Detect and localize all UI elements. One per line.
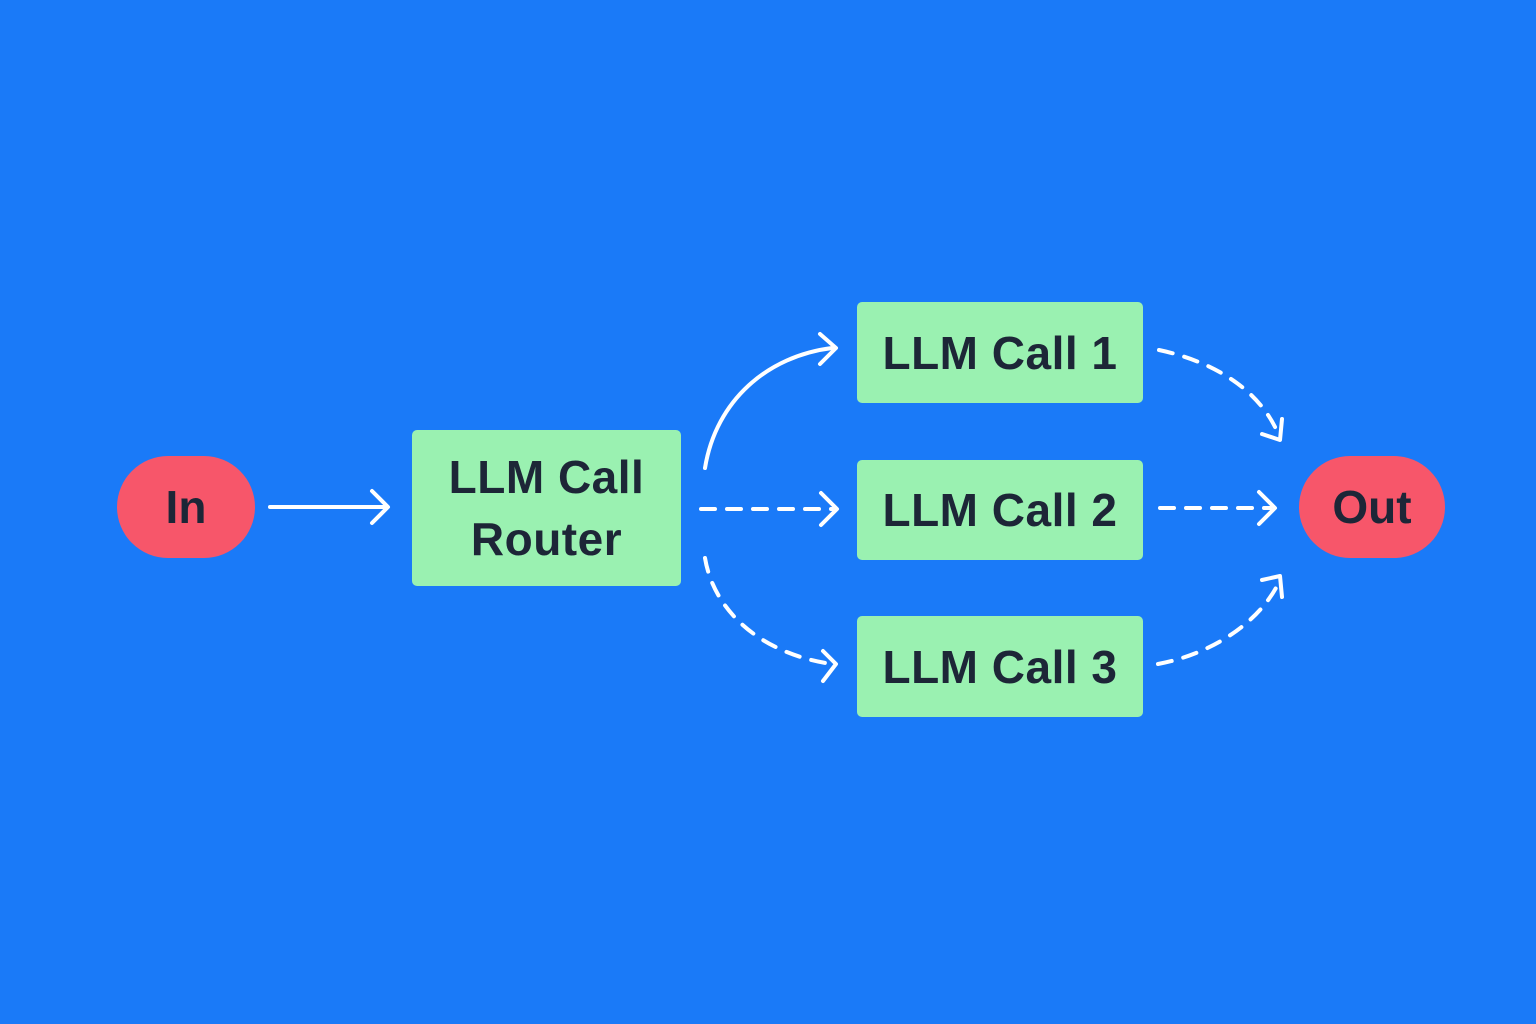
llm-call-2-node: LLM Call 2: [857, 460, 1143, 560]
router-node: LLM Call Router: [412, 430, 681, 586]
edge-router-to-call-2: [699, 491, 839, 527]
llm-call-1-node: LLM Call 1: [857, 302, 1143, 403]
edge-call-3-to-output: [1156, 574, 1284, 666]
edge-router-to-call-1: [703, 332, 838, 470]
edge-input-to-router: [268, 489, 390, 525]
edge-router-to-call-3: [703, 556, 838, 683]
input-node: In: [117, 456, 255, 558]
edge-call-2-to-output: [1158, 490, 1277, 526]
router-label-line-2: Router: [470, 513, 623, 565]
llm-call-3-node: LLM Call 3: [857, 616, 1143, 717]
output-node: Out: [1299, 456, 1445, 558]
edge-call-1-to-output: [1157, 348, 1284, 442]
router-label-line-1: LLM Call: [448, 451, 645, 503]
